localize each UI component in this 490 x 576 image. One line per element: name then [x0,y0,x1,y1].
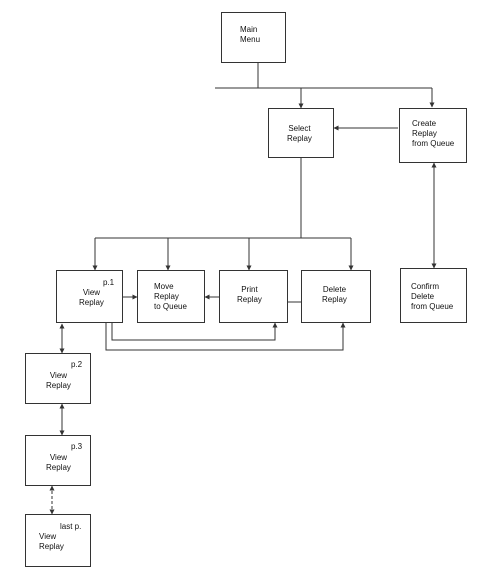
select-replay-box: Select Replay [268,108,334,158]
create-replay-label: Create Replay from Queue [412,119,455,148]
confirm-delete-box: Confirm Delete from Queue [400,268,467,323]
print-replay-box: Print Replay [219,270,288,323]
arrow-view-to-delete [105,322,346,351]
view-replay-p2-page-label: p.2 [71,360,83,369]
move-replay-label: Move Replay to Queue [154,282,187,311]
view-replay-box: p.1 View Replay [56,270,123,323]
view-replay-p3-box: p.3 View Replay [25,435,91,486]
main-menu-box: Main Menu [221,12,286,63]
confirm-delete-label: Confirm Delete from Queue [411,282,454,311]
delete-replay-box: Delete Replay [301,270,371,323]
view-replay-p2-label: View Replay [46,371,71,390]
view-replay-p2-box: p.2 View Replay [25,353,91,404]
view-replay-p3-page-label: p.3 [71,442,83,451]
main-menu-label: Main Menu [240,25,261,44]
view-replay-label: View Replay [79,288,104,307]
view-replay-page-label: p.1 [103,278,115,287]
select-replay-label: Select Replay [287,124,312,143]
view-replay-last-box: last p. View Replay [25,514,91,567]
print-replay-label: Print Replay [237,285,262,304]
arrow-view-to-print [111,322,278,341]
move-replay-box: Move Replay to Queue [137,270,205,323]
create-replay-box: Create Replay from Queue [399,108,467,163]
view-replay-p3-label: View Replay [46,453,71,472]
delete-replay-label: Delete Replay [322,285,347,304]
view-replay-last-page-label: last p. [60,522,82,531]
view-replay-last-label: View Replay [39,532,64,551]
